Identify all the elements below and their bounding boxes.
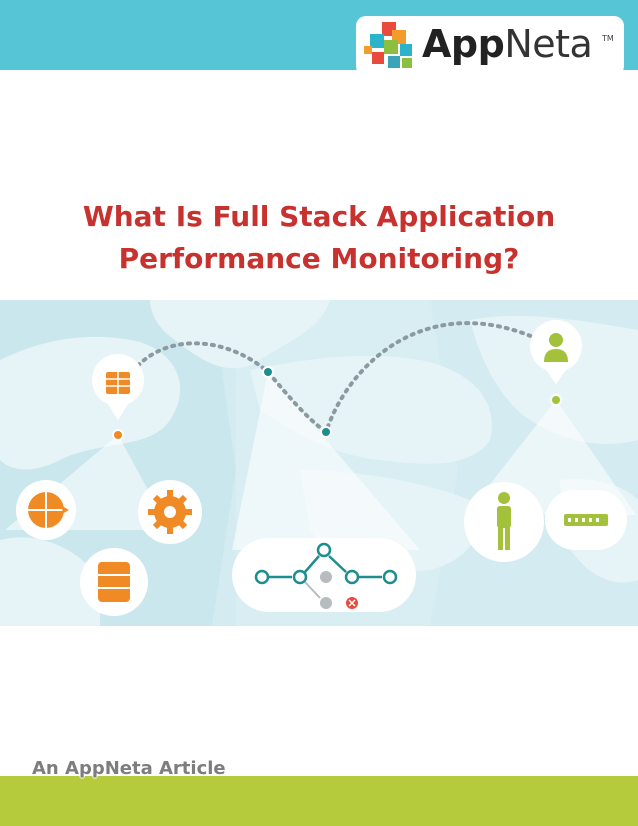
article-label: An AppNeta Article <box>32 758 226 779</box>
logo-cubes-icon <box>364 22 412 68</box>
world-map-illustration <box>0 300 638 626</box>
user-icon <box>530 320 583 384</box>
title-line-1: What Is Full Stack Application <box>82 200 556 233</box>
database-icon <box>80 548 148 616</box>
transaction-flow-icon <box>232 538 416 612</box>
appneta-logo[interactable]: AppNeta TM <box>356 16 624 76</box>
logo-neta-text: Neta <box>504 22 593 66</box>
trademark-mark: TM <box>602 34 614 43</box>
gear-icon <box>138 480 202 544</box>
server-icon <box>92 354 144 420</box>
page-title: What Is Full Stack Application Performan… <box>20 196 618 280</box>
title-line-2: Performance Monitoring? <box>118 242 520 275</box>
footer-band <box>0 776 638 826</box>
logo-wordmark: AppNeta <box>422 22 593 66</box>
person-icon <box>464 482 544 562</box>
network-device-icon <box>545 490 627 550</box>
workflow-icon <box>16 480 76 540</box>
logo-app-text: App <box>422 22 505 66</box>
